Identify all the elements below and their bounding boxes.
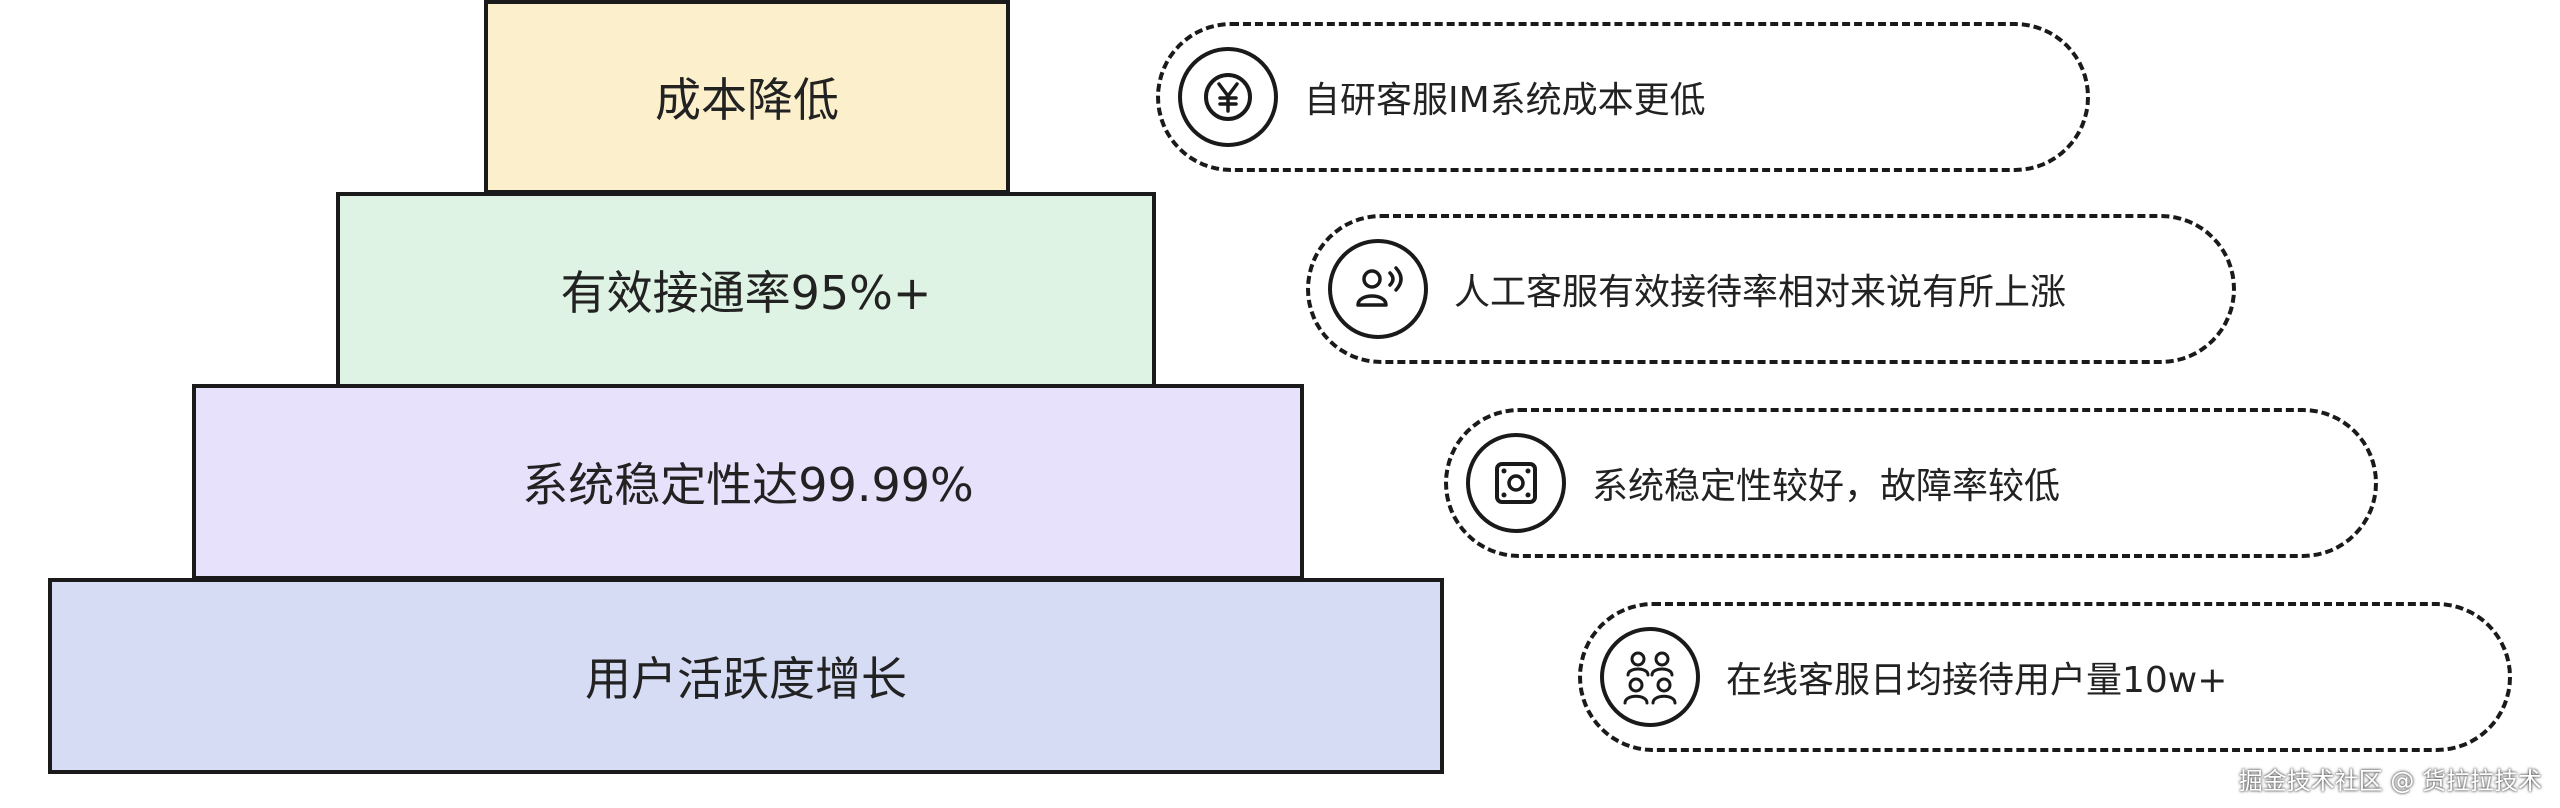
pyramid-tier-connect-rate: 有效接通率95%+ xyxy=(336,192,1156,388)
tier-label: 有效接通率95%+ xyxy=(560,266,932,320)
benefit-text: 在线客服日均接待用户量10w+ xyxy=(1726,660,2228,701)
benefit-pill-cost: 自研客服IM系统成本更低 xyxy=(1156,22,2090,172)
benefit-text: 系统稳定性较好，故障率较低 xyxy=(1592,466,2061,507)
system-device-icon xyxy=(1466,433,1566,533)
watermark: 掘金技术社区 @ 货拉拉技术 xyxy=(2238,767,2542,795)
tier-label: 系统稳定性达99.99% xyxy=(522,458,974,512)
pyramid-tier-stability: 系统稳定性达99.99% xyxy=(192,384,1304,580)
tier-label: 用户活跃度增长 xyxy=(585,652,907,706)
benefit-text: 自研客服IM系统成本更低 xyxy=(1304,80,1706,121)
benefit-pill-stability: 系统稳定性较好，故障率较低 xyxy=(1444,408,2378,558)
pyramid-tier-cost: 成本降低 xyxy=(484,0,1010,194)
yen-coin-icon xyxy=(1178,47,1278,147)
agent-headset-icon xyxy=(1328,239,1428,339)
tier-label: 成本降低 xyxy=(655,73,839,127)
benefit-pill-agent: 人工客服有效接待率相对来说有所上涨 xyxy=(1306,214,2236,364)
pyramid-tier-user-growth: 用户活跃度增长 xyxy=(48,578,1444,774)
benefit-text: 人工客服有效接待率相对来说有所上涨 xyxy=(1454,272,2067,313)
user-group-icon xyxy=(1600,627,1700,727)
benefit-pill-users: 在线客服日均接待用户量10w+ xyxy=(1578,602,2512,752)
